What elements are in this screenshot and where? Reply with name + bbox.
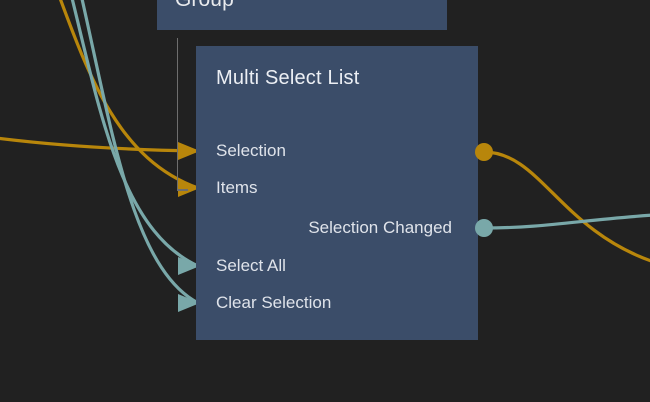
event-wire-top-to-select-all[interactable] xyxy=(70,0,200,268)
group-node-title: Group xyxy=(175,0,234,12)
group-bracket xyxy=(177,38,188,191)
node-title: Multi Select List xyxy=(216,67,360,89)
input-port-arrow-3[interactable] xyxy=(178,294,200,312)
node-group[interactable]: Group xyxy=(157,0,447,30)
input-port-arrow-0[interactable] xyxy=(178,142,200,160)
input-port-label-0: Selection xyxy=(216,141,286,160)
input-port-arrow-2[interactable] xyxy=(178,257,200,275)
data-wire-out-right[interactable] xyxy=(482,150,650,263)
event-wire-top-to-clear[interactable] xyxy=(80,0,200,305)
input-port-label-3: Clear Selection xyxy=(216,293,332,312)
input-port-arrow-1[interactable] xyxy=(178,179,200,197)
output-port-dot-0[interactable] xyxy=(475,143,493,161)
event-wire-out-right[interactable] xyxy=(482,213,650,230)
input-port-label-1: Items xyxy=(216,178,258,197)
data-wire-left-to-selection[interactable] xyxy=(0,136,200,153)
node-multi-select-list[interactable]: Multi Select List xyxy=(196,46,478,340)
data-wire-top-to-items[interactable] xyxy=(57,0,200,190)
output-port-dot-1[interactable] xyxy=(475,219,493,237)
output-port-label-1: Selection Changed xyxy=(308,218,452,237)
input-port-label-2: Select All xyxy=(216,256,286,275)
